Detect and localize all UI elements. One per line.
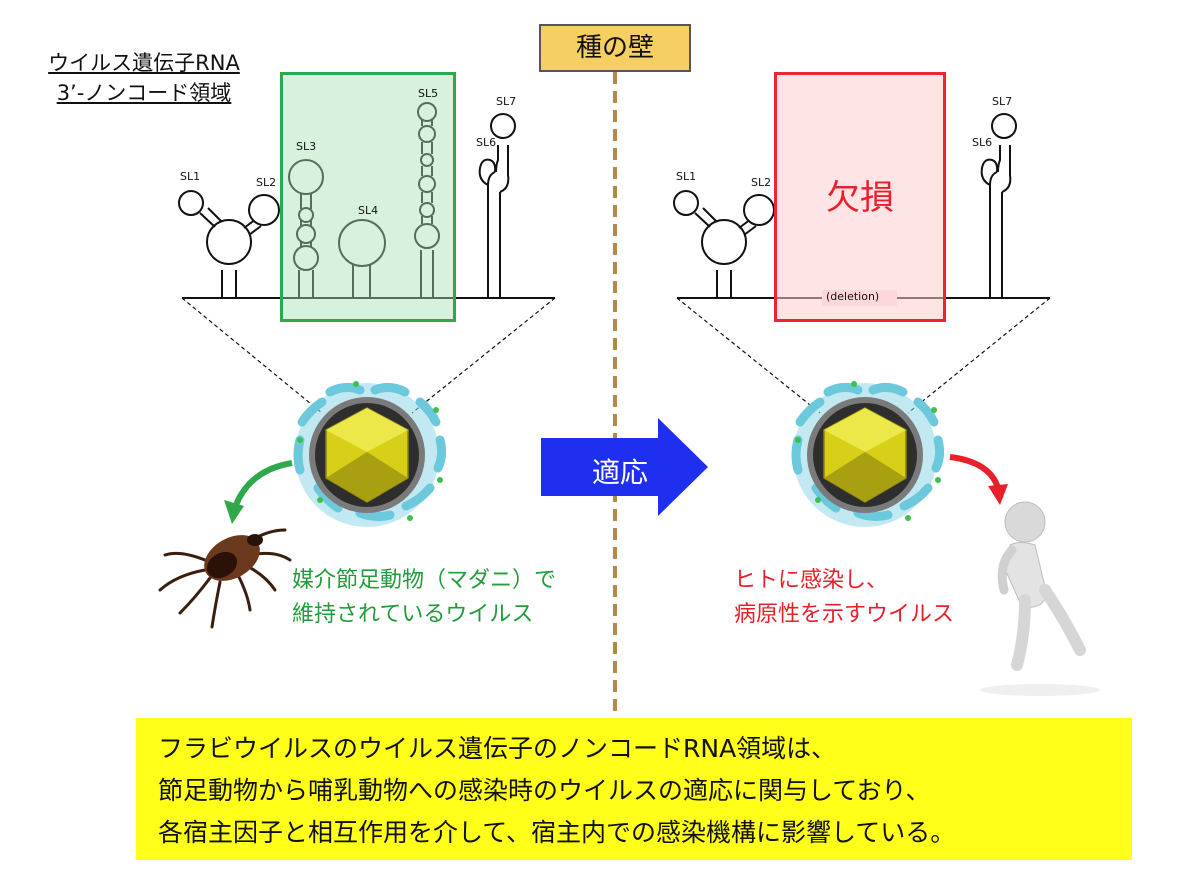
sl6-label-right: SL6: [972, 136, 993, 149]
summary-line1: フラビウイルスのウイルス遺伝子のノンコードRNA領域は、: [158, 734, 837, 763]
green-curved-arrow: [233, 460, 293, 507]
sl2-label-left: SL2: [256, 176, 277, 189]
right-rna-structure: [673, 113, 1051, 414]
red-curved-arrow: [949, 454, 1001, 490]
left-caption-line2: 維持されているウイルス: [292, 602, 534, 627]
human-figure: [980, 501, 1100, 696]
adapt-label: 適応: [591, 456, 648, 489]
deletion-note: (deletion): [826, 290, 880, 303]
sl2-label-right: SL2: [751, 176, 772, 189]
deletion-region-box: [774, 72, 946, 322]
sl1-label-right: SL1: [676, 170, 697, 183]
left-title-line2: 3’-ノンコード領域: [56, 81, 232, 105]
sl5-label-left: SL5: [418, 87, 439, 100]
summary-box: フラビウイルスのウイルス遺伝子のノンコードRNA領域は、 節足動物から哺乳動物へ…: [136, 718, 1132, 860]
summary-line2: 節足動物から哺乳動物への感染時のウイルスの適応に関与しており、: [158, 776, 931, 805]
sl7-label-left: SL7: [496, 95, 517, 108]
right-caption-line1: ヒトに感染し、: [734, 568, 889, 593]
sl4-label-left: SL4: [358, 204, 379, 217]
left-virus-particle: [293, 381, 447, 527]
sl3-label-left: SL3: [296, 140, 317, 153]
left-caption-line1: 媒介節足動物（マダニ）で: [292, 568, 557, 593]
red-arrowhead: [988, 484, 1008, 505]
conserved-region-box: [280, 72, 456, 322]
sl1-label-left: SL1: [180, 170, 201, 183]
deletion-label: 欠損: [826, 178, 894, 218]
left-title-line1: ウイルス遺伝子RNA: [48, 51, 240, 75]
green-arrowhead: [224, 500, 244, 524]
species-barrier-label: 種の壁: [539, 24, 691, 72]
sl7-label-right: SL7: [992, 95, 1013, 108]
summary-line3: 各宿主因子と相互作用を介して、宿主内での感染機構に影響している。: [158, 818, 956, 847]
adapt-arrow: [541, 418, 708, 516]
right-virus-particle: [791, 381, 945, 527]
left-rna-structure: [178, 102, 556, 414]
sl6-label-left: SL6: [476, 136, 497, 149]
tick-illustration: [158, 528, 292, 629]
right-caption-line2: 病原性を示すウイルス: [734, 602, 955, 627]
